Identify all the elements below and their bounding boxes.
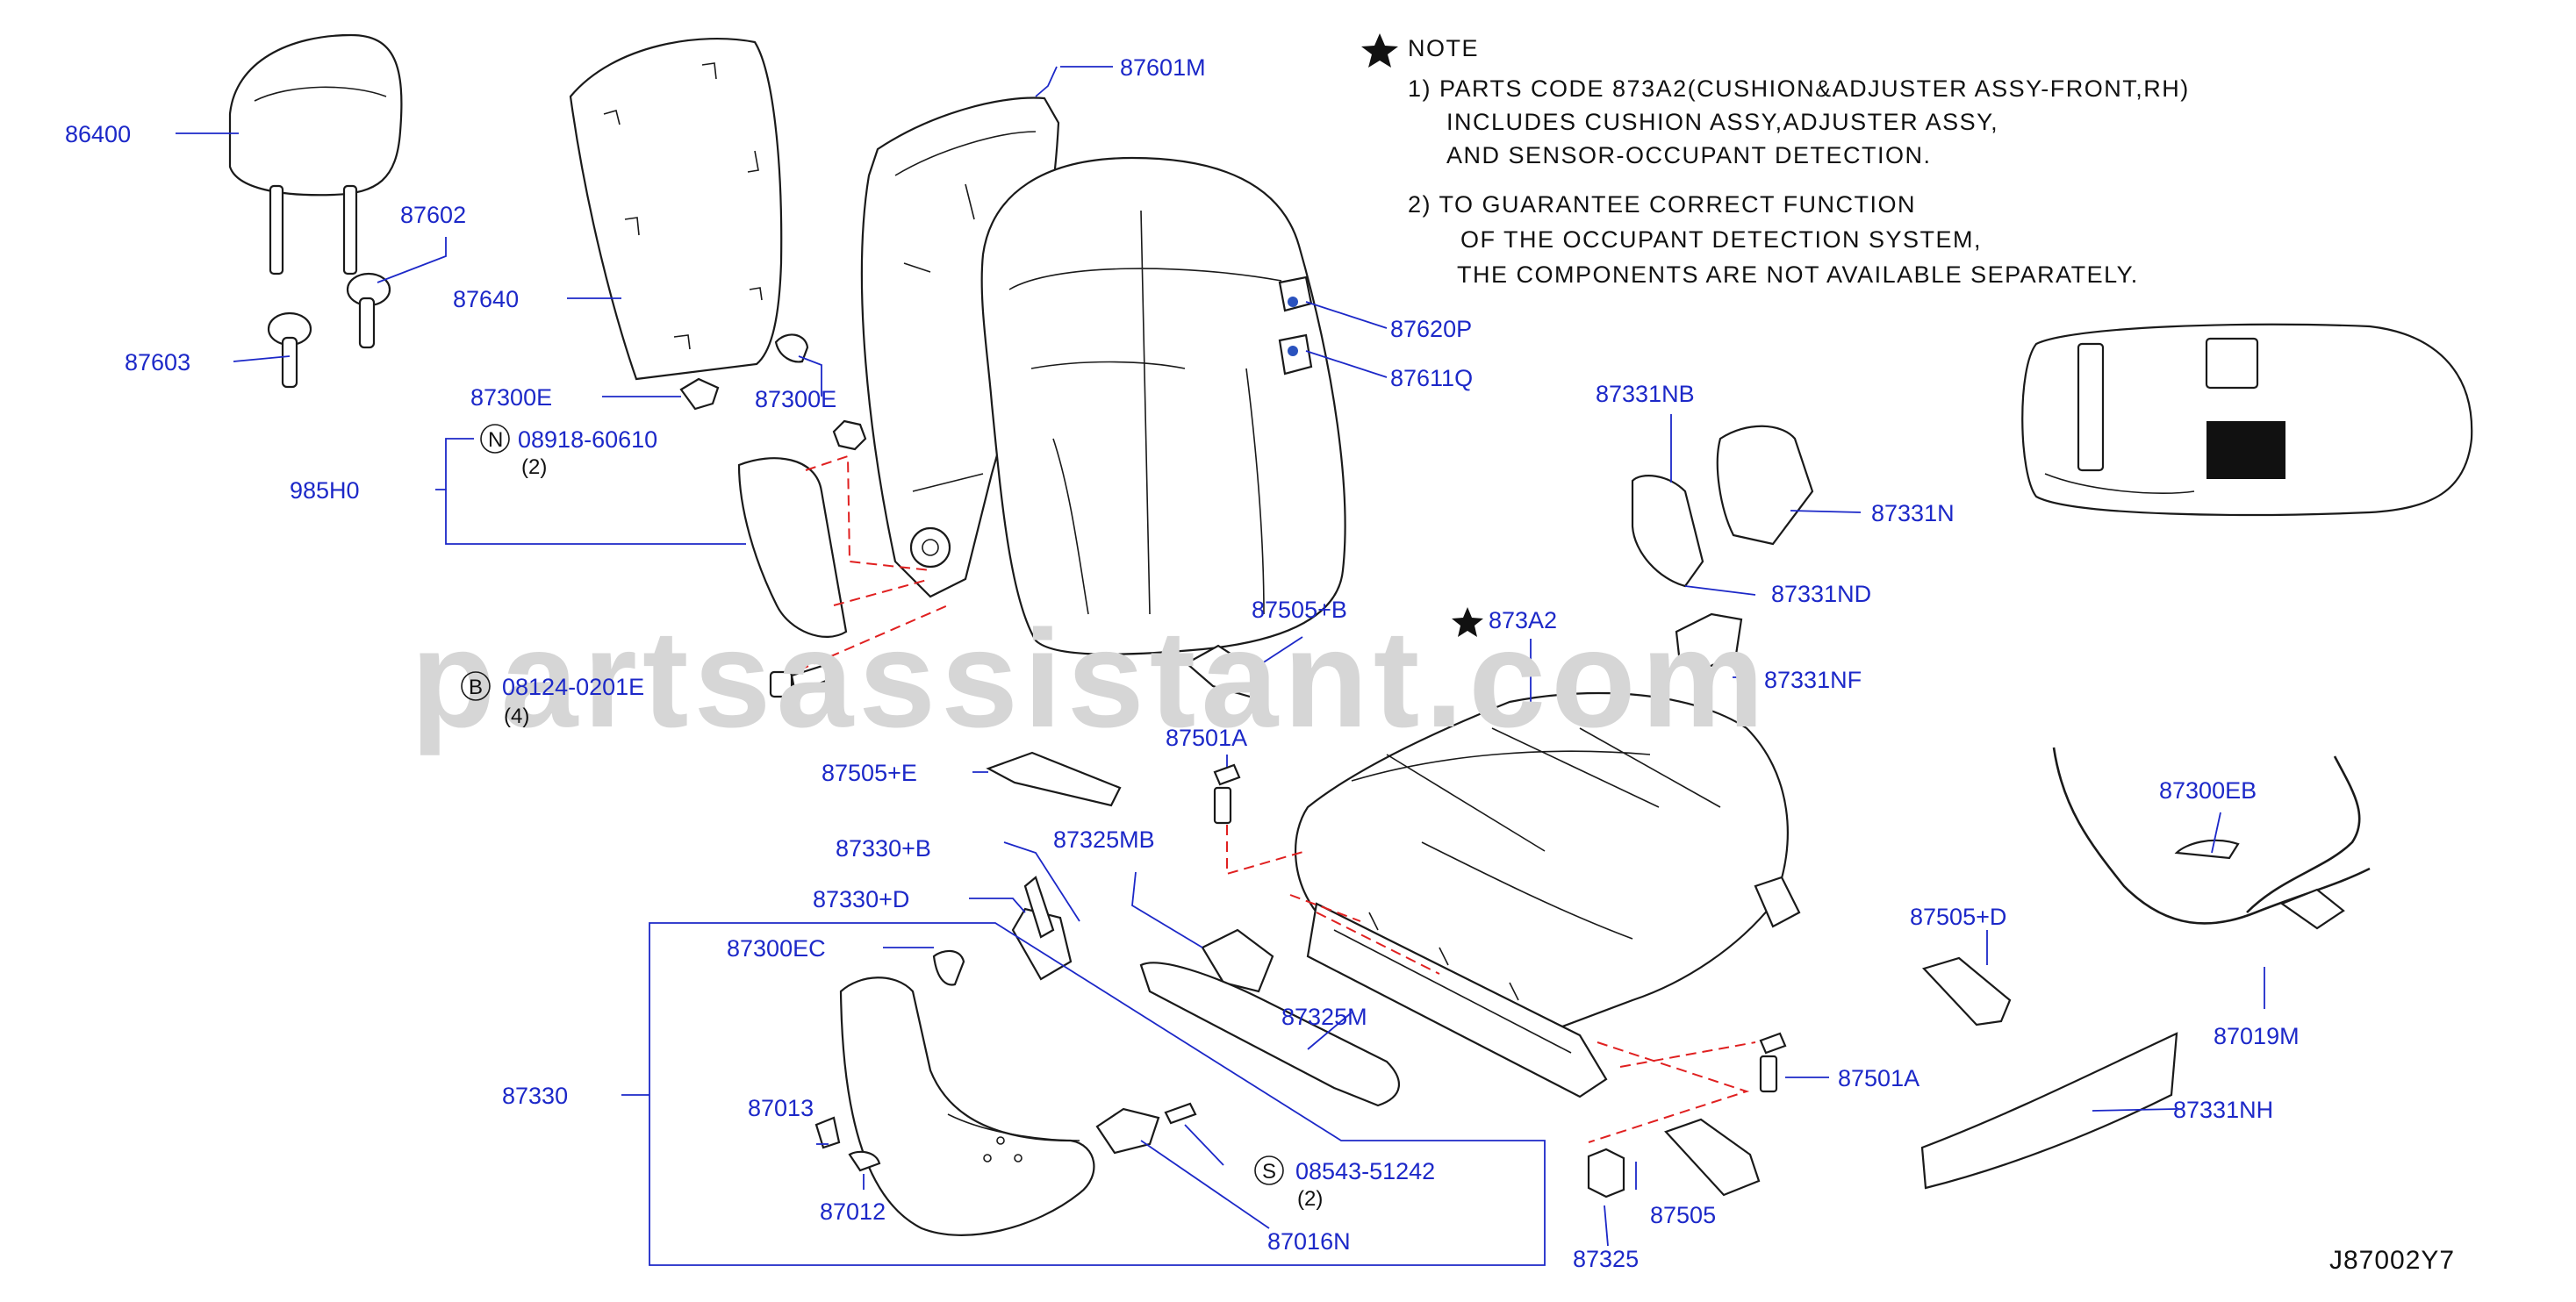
part-label-87012[interactable]: 87012 [820, 1198, 886, 1225]
note-block: NOTE 1) PARTS CODE 873A2(CUSHION&ADJUSTE… [1361, 33, 2190, 288]
part-label-87505[interactable]: 87505 [1650, 1202, 1716, 1228]
part-label-87019M[interactable]: 87019M [2214, 1023, 2300, 1049]
seat-trim-cover-drawing [1631, 425, 1814, 672]
seat-side-shield-drawing [839, 876, 1095, 1236]
seatback-cover-drawing [980, 156, 1346, 655]
part-label-87013[interactable]: 87013 [748, 1095, 814, 1121]
star-icon [1452, 607, 1483, 637]
part-label-87505-E[interactable]: 87505+E [822, 760, 917, 786]
part-label-87603[interactable]: 87603 [125, 349, 190, 376]
part-label-87611Q[interactable]: 87611Q [1390, 365, 1473, 391]
part-label-87331NH[interactable]: 87331NH [2173, 1097, 2273, 1123]
part-label-87300EB[interactable]: 87300EB [2159, 777, 2257, 804]
part-label-87640[interactable]: 87640 [453, 286, 519, 312]
part-label-873A2[interactable]: 873A2 [1489, 607, 1557, 633]
seatback-board-drawing [569, 38, 783, 381]
part-label-08124-0201E[interactable]: 08124-0201E [502, 674, 644, 700]
part-label-87325[interactable]: 87325 [1573, 1246, 1639, 1272]
bolt-drawing [769, 663, 832, 698]
quantity-08543: (2) [1297, 1187, 1323, 1211]
note-line-4: 2) TO GUARANTEE CORRECT FUNCTION [1408, 191, 1916, 218]
part-label-87330-B[interactable]: 87330+B [836, 835, 931, 862]
note-line-5: OF THE OCCUPANT DETECTION SYSTEM, [1460, 226, 1982, 253]
part-label-87330-D[interactable]: 87330+D [813, 886, 909, 912]
note-line-1: 1) PARTS CODE 873A2(CUSHION&ADJUSTER ASS… [1408, 75, 2190, 102]
note-line-3: AND SENSOR-OCCUPANT DETECTION. [1446, 142, 1932, 168]
part-label-87505-D[interactable]: 87505+D [1910, 904, 2006, 930]
watermark: partsassistant.com [411, 602, 1769, 756]
part-label-87602[interactable]: 87602 [400, 202, 466, 228]
part-labels: 86400 87602 87640 87603 87300E 87300E N … [65, 54, 2300, 1272]
part-label-985H0[interactable]: 985H0 [290, 477, 360, 504]
part-label-87601M[interactable]: 87601M [1120, 54, 1206, 81]
quantity-08918: (2) [521, 455, 547, 479]
part-label-87325M[interactable]: 87325M [1281, 1004, 1367, 1030]
part-label-86400[interactable]: 86400 [65, 121, 131, 147]
group-bracket-87330 [649, 922, 1546, 1266]
part-label-87331NF[interactable]: 87331NF [1764, 667, 1862, 693]
part-label-87331NB[interactable]: 87331NB [1596, 381, 1695, 407]
screw-drawing [1213, 763, 1787, 1093]
note-line-2: INCLUDES CUSHION ASSY,ADJUSTER ASSY, [1446, 109, 1998, 135]
part-label-08543-51242[interactable]: 08543-51242 [1295, 1158, 1435, 1184]
note-title: NOTE [1408, 35, 1479, 61]
headrest-guide-drawing [267, 272, 391, 389]
part-label-08918-60610[interactable]: 08918-60610 [518, 426, 657, 453]
assembly-connectors [798, 454, 1756, 1143]
circled-letter-s: S [1262, 1160, 1276, 1184]
part-label-87325MB[interactable]: 87325MB [1053, 826, 1155, 853]
part-label-87620P[interactable]: 87620P [1390, 316, 1472, 342]
part-label-87331N[interactable]: 87331N [1871, 500, 1955, 526]
trim-strip-drawing [1920, 1032, 2178, 1190]
side-shield-drawing [737, 419, 867, 638]
leader-lines [176, 66, 2265, 1247]
part-label-87505-B[interactable]: 87505+B [1252, 597, 1347, 623]
clip-drawing [679, 333, 809, 411]
circled-letter-n: N [488, 428, 503, 452]
circled-prefix-b [461, 671, 491, 701]
wiring-harness-drawing [2052, 747, 2371, 930]
note-line-6: THE COMPONENTS ARE NOT AVAILABLE SEPARAT… [1457, 261, 2139, 288]
part-label-87330[interactable]: 87330 [502, 1083, 568, 1109]
circled-letter-b: B [469, 676, 483, 699]
seat-trim-bracket-drawing [986, 644, 2012, 1197]
circled-prefix-s [1254, 1155, 1284, 1185]
occupant-sensor-drawing [1278, 275, 1313, 376]
circled-prefix-n [480, 424, 510, 454]
quantity-08124: (4) [504, 705, 529, 728]
part-label-87501A-b[interactable]: 87501A [1838, 1065, 1919, 1091]
part-label-87016N[interactable]: 87016N [1267, 1228, 1351, 1255]
seat-cushion-drawing [1295, 691, 1801, 1098]
part-label-87300E-a[interactable]: 87300E [470, 384, 552, 411]
part-label-87501A-a[interactable]: 87501A [1166, 725, 1247, 751]
part-label-87300E-b[interactable]: 87300E [755, 386, 836, 412]
part-label-87331ND[interactable]: 87331ND [1771, 581, 1871, 607]
part-label-87300EC[interactable]: 87300EC [727, 935, 826, 962]
diagram-code: J87002Y7 [2329, 1246, 2455, 1275]
headrest-drawing [228, 33, 403, 275]
vehicle-location-diagram [2021, 323, 2473, 517]
slide-cover-drawing [1139, 928, 1625, 1198]
star-icon [1361, 33, 1398, 68]
